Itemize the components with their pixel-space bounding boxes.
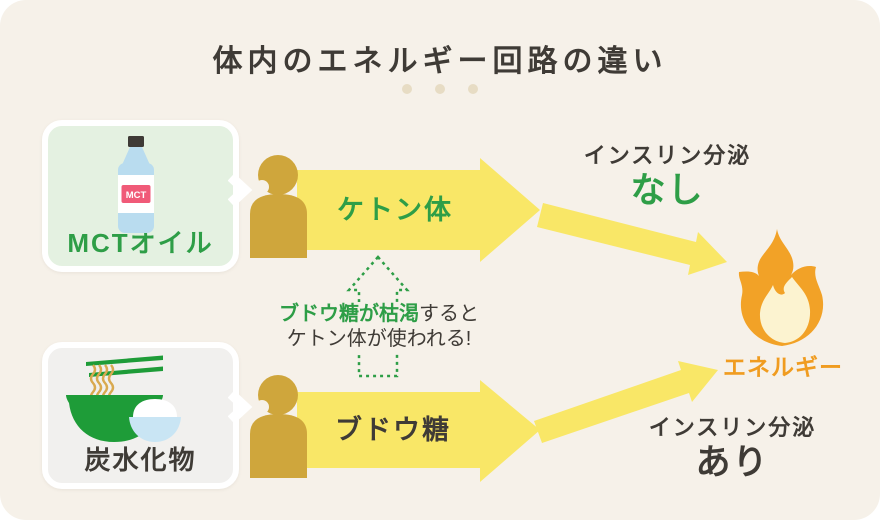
flame-icon bbox=[738, 229, 824, 346]
insulin-secretion-heading: インスリン分泌 bbox=[648, 415, 817, 440]
carbohydrate-card: 炭水化物 bbox=[42, 342, 239, 489]
glucose-depletion-note: ブドウ糖が枯渇すると ケトン体が使われる! bbox=[258, 302, 500, 352]
person-icon bbox=[250, 155, 307, 258]
glucose-to-energy-arrow bbox=[534, 361, 718, 443]
title-decoration-dots bbox=[0, 84, 880, 94]
insulin-secretion-yes-block: インスリン分泌 あり bbox=[635, 415, 830, 482]
carbohydrate-card-pointer bbox=[228, 390, 253, 424]
insulin-secretion-none-block: インスリン分泌 なし bbox=[570, 143, 765, 210]
bottle-brand-label: MCT bbox=[126, 190, 147, 201]
dot-icon bbox=[402, 84, 412, 94]
mct-card-label: MCTオイル bbox=[67, 228, 214, 258]
dot-icon bbox=[435, 84, 445, 94]
person-icon bbox=[250, 375, 307, 478]
ketone-arrow-label: ケトン体 bbox=[337, 195, 453, 225]
mct-oil-card: MCT MCTオイル bbox=[42, 120, 239, 272]
note-highlight: ブドウ糖が枯渇 bbox=[279, 303, 419, 325]
page-title: 体内のエネルギー回路の違い bbox=[212, 45, 668, 78]
ketone-to-energy-arrow bbox=[537, 203, 727, 275]
ketone-arrow bbox=[297, 158, 540, 262]
noodle-rice-bowl-icon bbox=[66, 355, 181, 442]
oil-bottle-icon: MCT bbox=[118, 136, 154, 233]
mct-card-pointer bbox=[228, 173, 253, 207]
insulin-yes-value: あり bbox=[695, 443, 770, 482]
note-line2: ケトン体が使われる! bbox=[286, 328, 472, 350]
energy-label: エネルギー bbox=[723, 354, 843, 380]
insulin-secretion-heading: インスリン分泌 bbox=[583, 143, 752, 168]
note-suffix: すると bbox=[419, 303, 479, 325]
dot-icon bbox=[468, 84, 478, 94]
insulin-none-value: なし bbox=[630, 171, 705, 210]
glucose-arrow bbox=[297, 380, 540, 482]
glucose-arrow-label: ブドウ糖 bbox=[335, 415, 451, 445]
carbohydrate-card-label: 炭水化物 bbox=[84, 445, 197, 475]
